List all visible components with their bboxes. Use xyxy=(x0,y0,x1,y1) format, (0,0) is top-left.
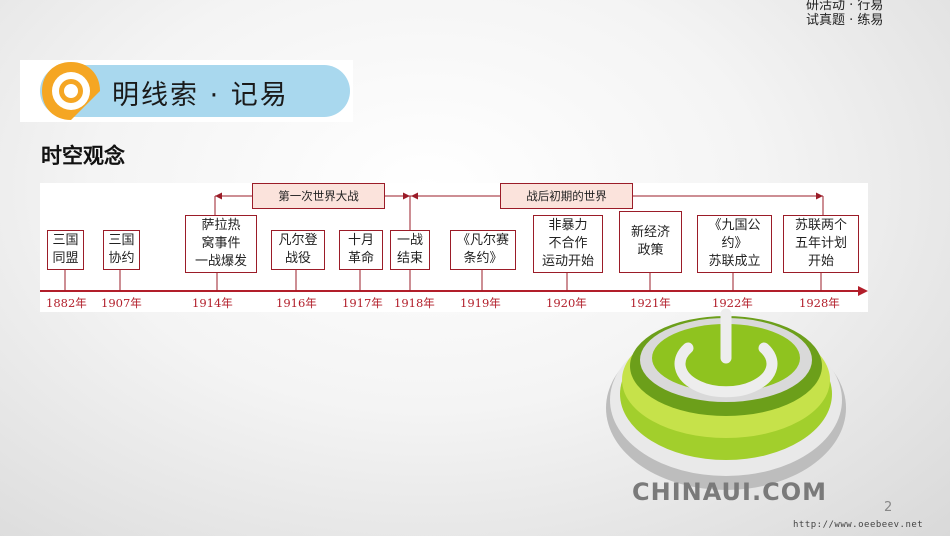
event-year: 1919年 xyxy=(460,296,501,310)
event-box: 一战 结束 xyxy=(390,230,430,270)
event-box: 新经济 政策 xyxy=(619,211,682,273)
power-button-logo xyxy=(606,308,846,490)
event-connectors xyxy=(64,270,822,291)
target-badge-icon xyxy=(42,62,100,120)
section-title: 时空观念 xyxy=(41,144,125,168)
event-box: 三国 同盟 xyxy=(47,230,84,270)
event-year: 1882年 xyxy=(46,296,87,310)
event-box: 苏联两个 五年计划 开始 xyxy=(783,215,859,273)
event-year: 1928年 xyxy=(799,296,840,310)
event-year: 1920年 xyxy=(546,296,587,310)
header-links: 研活动 · 行易 试真题 · 练易 xyxy=(806,0,916,28)
header-link-activity[interactable]: 研活动 · 行易 xyxy=(806,0,884,13)
banner-title: 明线索 · 记易 xyxy=(112,80,289,111)
period-wwi: 第一次世界大战 xyxy=(252,183,385,209)
event-box: 《凡尔赛 条约》 xyxy=(450,230,516,270)
event-year: 1914年 xyxy=(192,296,233,310)
event-year: 1916年 xyxy=(276,296,317,310)
page-number: 2 xyxy=(884,500,893,515)
event-year: 1907年 xyxy=(101,296,142,310)
event-year: 1921年 xyxy=(630,296,671,310)
event-box: 萨拉热 窝事件 一战爆发 xyxy=(185,215,257,273)
header-link-exam[interactable]: 试真题 · 练易 xyxy=(806,13,884,28)
event-year: 1917年 xyxy=(342,296,383,310)
period-postwar: 战后初期的世界 xyxy=(500,183,633,209)
event-box: 凡尔登 战役 xyxy=(271,230,325,270)
event-year: 1922年 xyxy=(712,296,753,310)
event-box: 《九国公 约》 苏联成立 xyxy=(697,215,772,273)
event-box: 三国 协约 xyxy=(103,230,140,270)
event-box: 非暴力 不合作 运动开始 xyxy=(533,215,603,273)
logo-text: CHINAUI.COM xyxy=(632,478,827,506)
event-year: 1918年 xyxy=(394,296,435,310)
timeline-figure: 第一次世界大战 战后初期的世界 三国 同盟 1882年 三国 协约 1907年 萨拉热 … xyxy=(40,183,868,312)
event-box: 十月 革命 xyxy=(339,230,383,270)
section-banner: 明线索 · 记易 xyxy=(20,60,353,122)
watermark-url: http://www.oeebeev.net xyxy=(793,520,924,530)
